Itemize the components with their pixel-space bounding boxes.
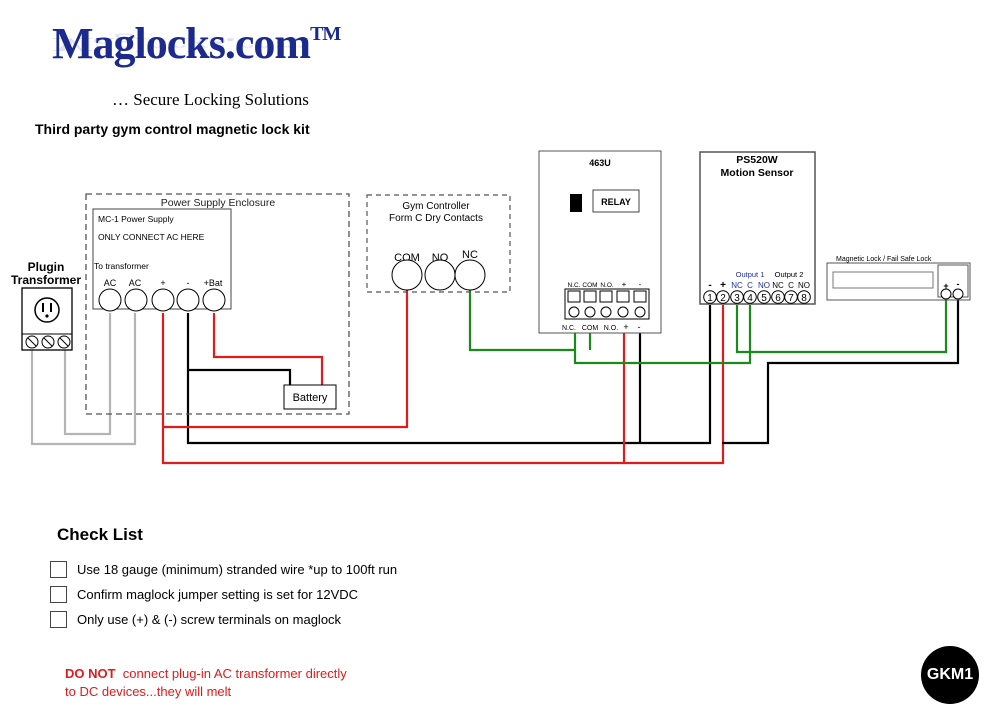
relay-top-label-no: N.O. [600, 282, 614, 289]
relay-label: RELAY [601, 197, 631, 207]
checklist-title: Check List [57, 525, 143, 544]
logo-tagline: … Secure Locking Solutions [112, 90, 309, 109]
sensor-pin-label-4: C [747, 281, 753, 290]
black-wire-battery [188, 368, 292, 385]
checklist-checkbox[interactable] [50, 586, 67, 603]
maglock-label: Magnetic Lock / Fail Safe Lock [836, 256, 932, 263]
gym-terminal-nc [454, 259, 486, 291]
diagram-code-badge: GKM1 [921, 646, 979, 704]
warning-bold: DO NOT [65, 666, 116, 681]
red-wire-com [163, 290, 409, 429]
sensor-pin-label-7: C [788, 281, 794, 290]
relay-top-label-minus: - [639, 280, 642, 289]
checklist-item: Only use (+) & (-) screw terminals on ma… [50, 607, 397, 632]
outlet-icon [34, 297, 60, 323]
battery: Battery [283, 384, 337, 410]
transformer-terminals [25, 335, 71, 349]
relay-bottom-label-nc: N.C. [562, 325, 576, 332]
checklist-checkbox[interactable] [50, 561, 67, 578]
sensor-pin-number-7: 7 [788, 293, 794, 304]
sensor-pin-label-6: NC [772, 281, 784, 290]
psu-terminal-label-plus: + [160, 278, 165, 288]
green-wire-nc [468, 290, 576, 352]
sensor-output2-label: Output 2 [775, 270, 804, 279]
sensor-type: Motion Sensor [721, 167, 794, 179]
enclosure-label: Power Supply Enclosure [161, 197, 276, 209]
checklist-item-label: Confirm maglock jumper setting is set fo… [77, 587, 359, 602]
green-wire-maglock [735, 297, 948, 354]
power-supply-enclosure: Power Supply Enclosure MC-1 Power Supply… [85, 193, 350, 415]
psu-terminal-label-bat: +Bat [204, 278, 223, 288]
black-wire-maglock [722, 297, 960, 445]
gym-terminal-no [424, 259, 456, 291]
transformer-label-1: Plugin [28, 260, 65, 274]
maglock-terminal-minus-label: - [957, 279, 960, 289]
ac-wire-2 [63, 313, 112, 436]
checklist-checkbox[interactable] [50, 611, 67, 628]
sensor-pin-label-2: + [720, 280, 726, 291]
psu-terminals [98, 288, 226, 312]
warning-line2: to DC devices...they will melt [65, 684, 232, 699]
checklist-item: Use 18 gauge (minimum) stranded wire *up… [50, 557, 397, 582]
green-wire-relay-com [573, 305, 752, 365]
warning-note: DO NOT connect plug-in AC transformer di… [65, 665, 347, 701]
checklist-item-label: Use 18 gauge (minimum) stranded wire *up… [77, 562, 398, 577]
black-wire-sensor [186, 305, 712, 445]
relay-bottom-label-minus: - [638, 322, 641, 332]
gym-controller-title-1: Gym Controller [402, 201, 470, 212]
diagram-title: Third party gym control magnetic lock ki… [35, 121, 310, 137]
relay-top-label-plus: + [622, 280, 627, 289]
checklist-item-label: Only use (+) & (-) screw terminals on ma… [77, 612, 342, 627]
battery-label: Battery [293, 392, 328, 404]
sensor-pin-label-8: NO [798, 281, 810, 290]
transformer-label-2: Transformer [11, 273, 81, 287]
sensor-pin-number-4: 4 [747, 293, 753, 304]
relay-box [592, 189, 640, 213]
checklist: Check List Use 18 gauge (minimum) strand… [50, 525, 397, 632]
sensor-pin-number-8: 8 [801, 293, 807, 304]
sensor-pin-number-3: 3 [734, 293, 740, 304]
sensor-pin-label-1: - [708, 280, 711, 291]
sensor-output1-label: Output 1 [736, 270, 765, 279]
psu-terminal-label-ac2: AC [129, 278, 142, 288]
relay-bottom-label-no: N.O. [604, 325, 618, 332]
relay-top-label-nc: N.C. [568, 282, 581, 289]
psu-terminal-label-minus: - [187, 278, 190, 288]
relay-model: 463U [589, 158, 611, 168]
relay-dip-icon [570, 194, 582, 212]
motion-sensor: PS520W Motion Sensor Output 1 Output 2 -… [699, 151, 816, 305]
mc1-board-note: ONLY CONNECT AC HERE [98, 232, 205, 242]
wires [30, 290, 960, 465]
to-transformer-label: To transformer [94, 261, 149, 271]
relay-463u: 463U RELAY N.C. COM N.O. + - N.C. COM N.… [538, 150, 662, 334]
plugin-transformer: Plugin Transformer [11, 260, 81, 351]
sensor-model: PS520W [736, 154, 778, 166]
magnetic-lock: Magnetic Lock / Fail Safe Lock + - [826, 256, 971, 301]
ac-wire-1 [30, 313, 137, 446]
logo: Maglocks.comTM Maglocks.com … Secure Loc… [52, 19, 341, 110]
logo-wordmark: Maglocks.comTM [52, 19, 341, 68]
sensor-pin-number-2: 2 [720, 293, 726, 304]
relay-bottom-label-com: COM [582, 325, 599, 332]
red-wire-sensor [161, 305, 725, 465]
maglock-terminal-plus-label: + [943, 281, 948, 291]
sensor-pin-number-6: 6 [775, 293, 781, 304]
gym-terminal-com [391, 259, 423, 291]
sensor-pin-label-3: NC [731, 281, 743, 290]
red-wire-battery [212, 313, 324, 385]
gym-controller-title-2: Form C Dry Contacts [389, 213, 483, 224]
gym-controller: Gym Controller Form C Dry Contacts COM N… [366, 194, 511, 293]
warning-line1: connect plug-in AC transformer directly [115, 666, 347, 681]
sensor-pin-label-5: NO [758, 281, 770, 290]
gym-terminal-nc-label: NC [462, 249, 478, 261]
sensor-pin-number-5: 5 [761, 293, 767, 304]
psu-terminal-label-ac1: AC [104, 278, 117, 288]
relay-top-label-com: COM [582, 282, 597, 289]
mc1-board-name: MC-1 Power Supply [98, 214, 174, 224]
sensor-pin-number-1: 1 [707, 293, 713, 304]
relay-bottom-label-plus: + [623, 322, 628, 332]
checklist-item: Confirm maglock jumper setting is set fo… [50, 582, 397, 607]
